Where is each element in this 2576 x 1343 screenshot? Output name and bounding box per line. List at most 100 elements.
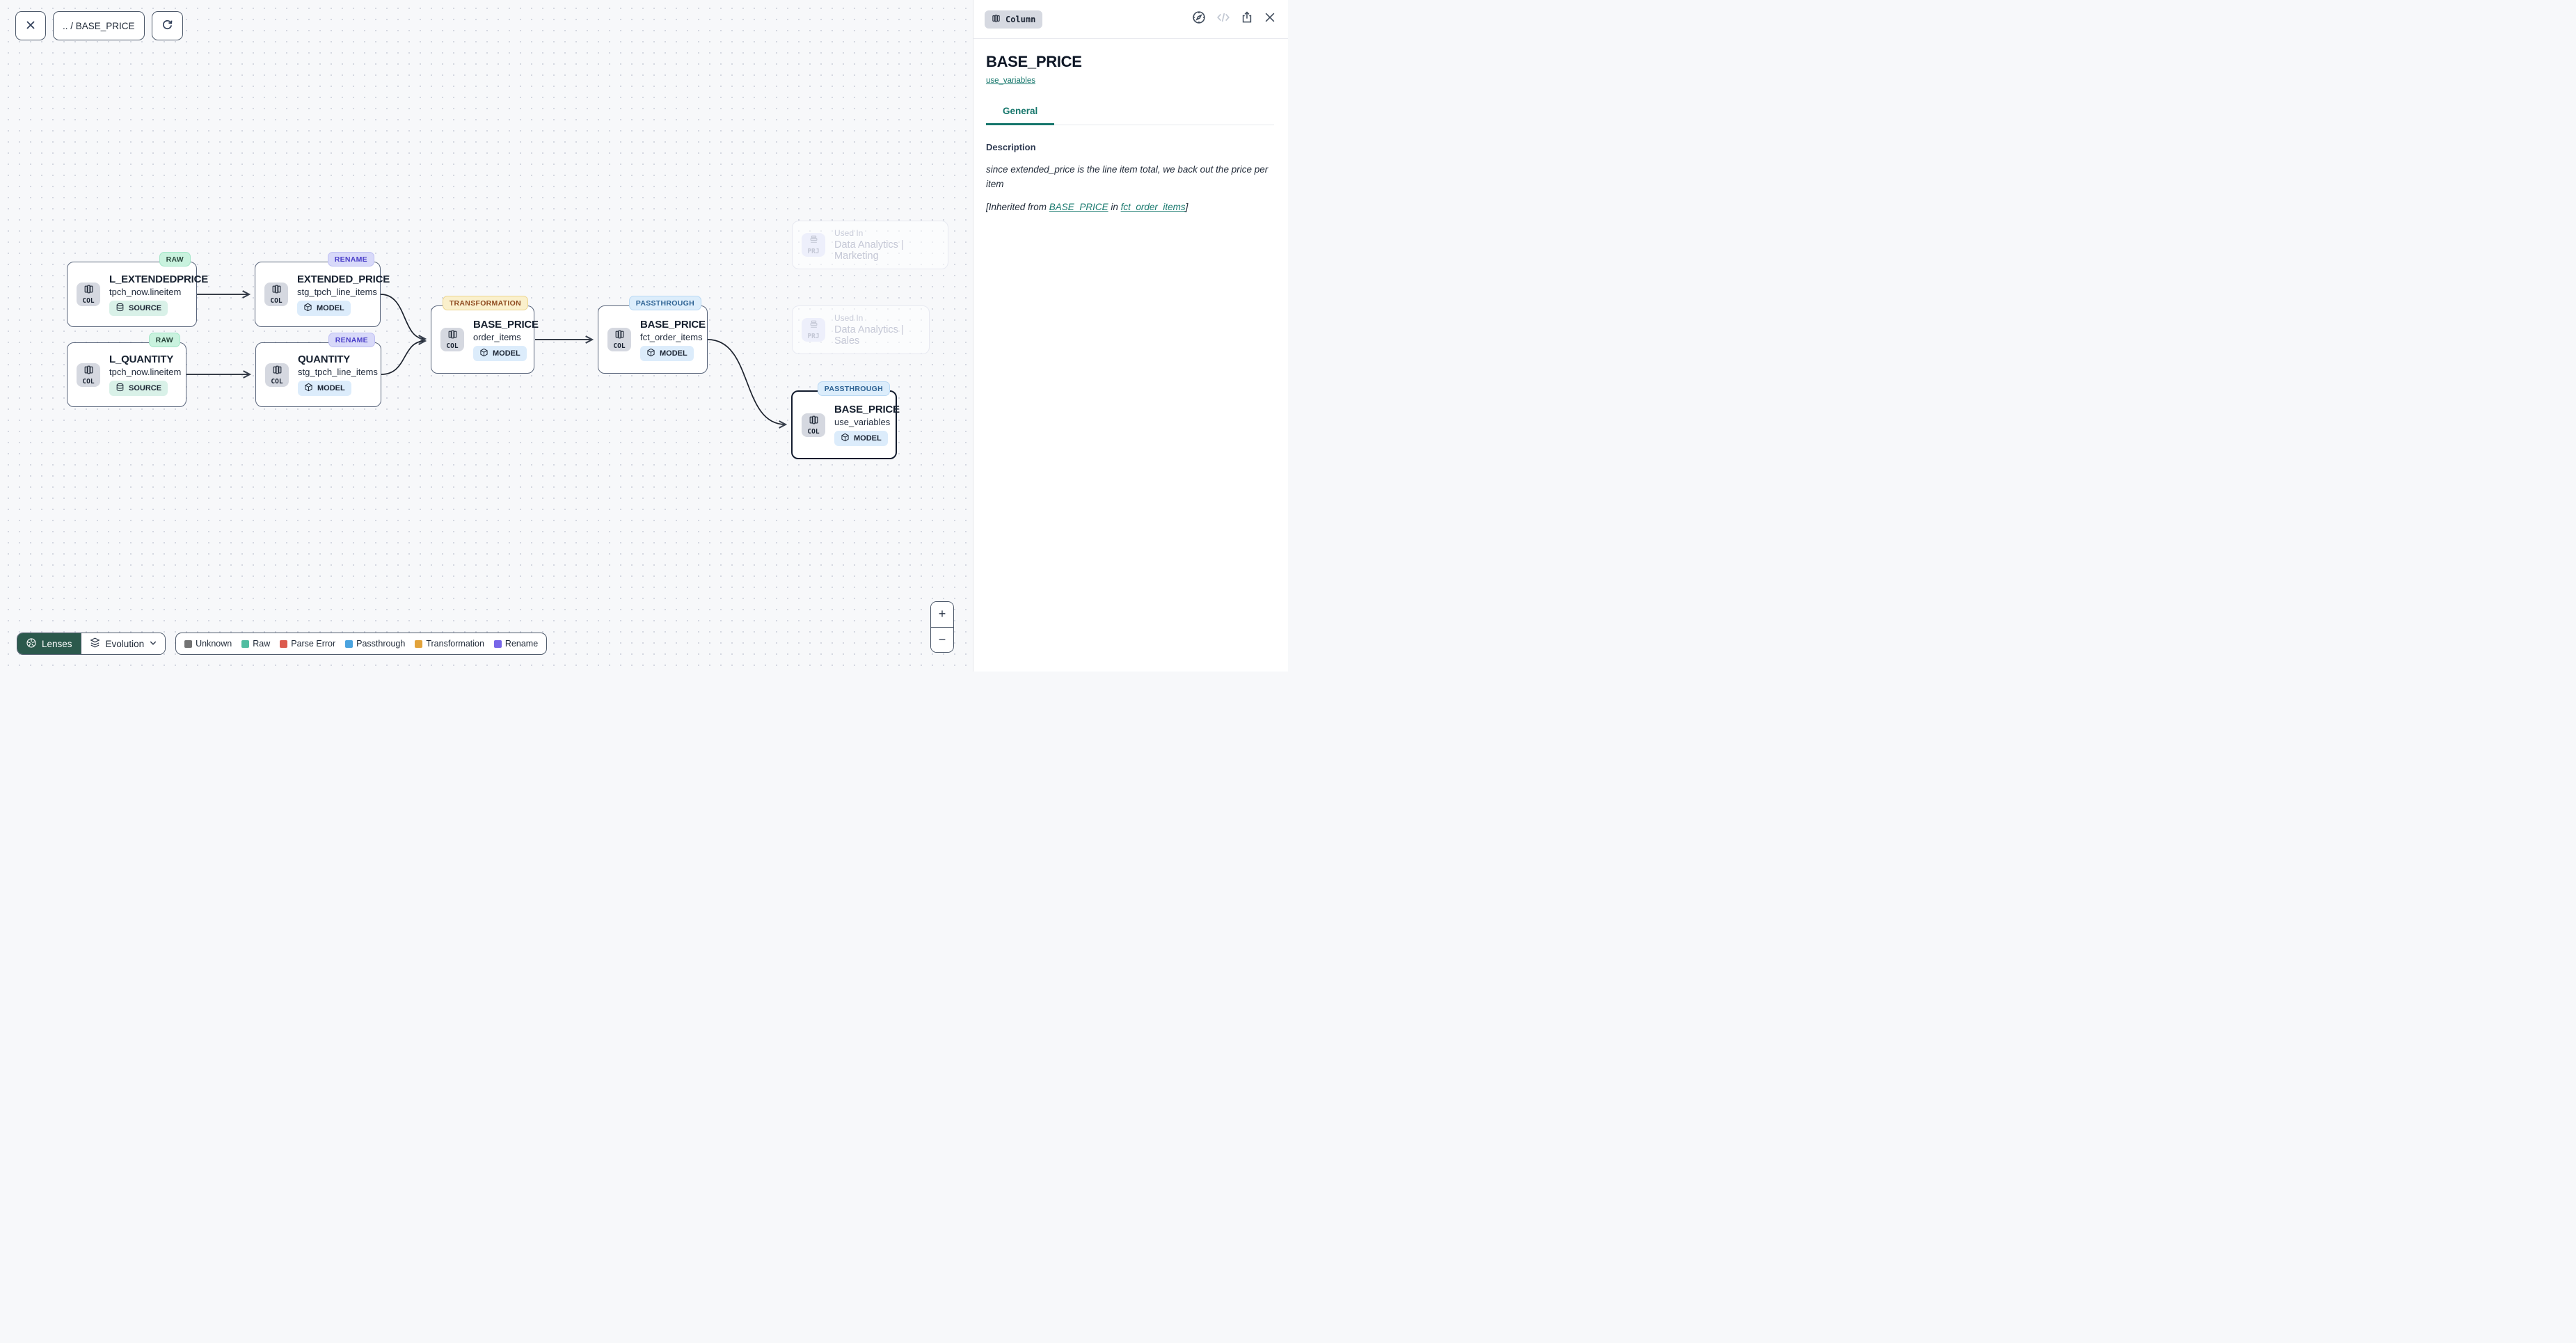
canvas-toolbar: .. / BASE_PRICE: [15, 11, 183, 40]
breadcrumb[interactable]: .. / BASE_PRICE: [53, 11, 145, 40]
columns-icon: [447, 329, 458, 342]
node-title: L_QUANTITY: [109, 353, 174, 365]
share-icon: [1240, 10, 1254, 28]
project-badge: PRJ: [802, 233, 825, 257]
aperture-icon: [26, 637, 37, 651]
legend-item-unknown: Unknown: [184, 639, 232, 649]
column-type-badge: COL: [440, 328, 464, 351]
legend-item-passthrough: Passthrough: [345, 639, 405, 649]
lens-tag-rename: RENAME: [327, 252, 374, 267]
column-type-badge: COL: [607, 328, 631, 351]
model-pill: MODEL: [298, 381, 351, 396]
node-base-price-fct-order-items[interactable]: PASSTHROUGH COL BASE_PRICE fct_order_ite…: [598, 296, 708, 374]
inherited-note: [Inherited from BASE_PRICE in fct_order_…: [986, 201, 1188, 212]
edge: [381, 337, 427, 375]
node-subtitle: fct_order_items: [640, 331, 703, 342]
cube-icon: [479, 348, 488, 359]
lens-selector: Lenses Evolution: [17, 633, 166, 655]
lineage-canvas[interactable]: .. / BASE_PRICE RAW COL L_EXTENDEDPRICE …: [0, 0, 973, 672]
model-pill: MODEL: [834, 431, 888, 446]
legend-item-transformation: Transformation: [415, 639, 484, 649]
node-content: BASE_PRICE order_items MODEL: [473, 319, 539, 361]
compass-icon: [1191, 10, 1207, 29]
refresh-button[interactable]: [151, 11, 183, 40]
breadcrumb-label: .. / BASE_PRICE: [63, 20, 135, 31]
column-type-badge: COL: [264, 283, 288, 306]
project-badge: PRJ: [802, 318, 825, 342]
node-subtitle: tpch_now.lineitem: [109, 367, 182, 377]
node-subtitle: use_variables: [834, 417, 891, 427]
ghost-title: Data Analytics | Marketing: [834, 239, 904, 262]
lenses-button[interactable]: Lenses: [17, 633, 81, 654]
node-subtitle: stg_tpch_line_items: [298, 367, 378, 377]
share-button[interactable]: [1240, 10, 1254, 28]
details-panel-body: BASE_PRICE use_variables General Descrip…: [973, 39, 1288, 212]
model-link[interactable]: use_variables: [986, 77, 1035, 85]
chevron-down-icon: [149, 639, 157, 649]
lens-dropdown-value: Evolution: [105, 638, 145, 649]
node-base-price-order-items[interactable]: TRANSFORMATION COL BASE_PRICE order_item…: [431, 296, 539, 374]
zoom-controls: + −: [930, 601, 954, 653]
lens-legend: Unknown Raw Parse Error Passthrough Tran…: [175, 633, 548, 655]
column-type-badge: COL: [77, 283, 100, 306]
node-content: QUANTITY stg_tpch_line_items MODEL: [298, 353, 378, 396]
close-panel-button[interactable]: [1263, 10, 1277, 28]
lens-tag-raw: RAW: [159, 252, 191, 267]
columns-icon: [809, 415, 819, 427]
model-pill: MODEL: [640, 345, 694, 361]
zoom-in-button[interactable]: +: [931, 602, 953, 628]
ghost-label: Used In: [834, 313, 864, 323]
node-content: EXTENDED_PRICE stg_tpch_line_items MODEL: [297, 273, 390, 316]
inherited-model-link[interactable]: fct_order_items: [1120, 201, 1186, 212]
columns-icon: [84, 284, 94, 296]
entity-type-badge: Column: [985, 10, 1043, 29]
tab-general[interactable]: General: [986, 106, 1055, 125]
close-icon: [25, 19, 36, 33]
node-subtitle: stg_tpch_line_items: [297, 286, 377, 297]
column-type-badge: COL: [802, 413, 825, 437]
columns-icon: [84, 365, 94, 377]
ghost-content: Used In Data Analytics | Sales: [834, 313, 920, 347]
node-title: BASE_PRICE: [473, 318, 539, 331]
node-content: BASE_PRICE use_variables MODEL: [834, 404, 900, 446]
node-subtitle: order_items: [473, 331, 521, 342]
lens-tag-passthrough: PASSTHROUGH: [817, 381, 890, 396]
ghost-node-used-in-sales[interactable]: PRJ Used In Data Analytics | Sales: [792, 305, 930, 354]
view-code-button[interactable]: [1216, 10, 1231, 29]
node-extended-price[interactable]: RENAME COL EXTENDED_PRICE stg_tpch_line_…: [255, 252, 390, 327]
legend-item-rename: Rename: [493, 639, 538, 649]
node-title: L_EXTENDEDPRICE: [109, 273, 209, 285]
node-base-price-use-variables[interactable]: PASSTHROUGH COL BASE_PRICE use_variables…: [791, 381, 900, 459]
ghost-content: Used In Data Analytics | Marketing: [834, 228, 939, 262]
inherited-column-link[interactable]: BASE_PRICE: [1049, 201, 1108, 212]
panel-actions: [1191, 10, 1277, 29]
close-lineage-button[interactable]: [15, 11, 46, 40]
ghost-node-used-in-marketing[interactable]: PRJ Used In Data Analytics | Marketing: [792, 221, 948, 269]
source-pill: SOURCE: [109, 381, 168, 396]
node-l-extendedprice[interactable]: RAW COL L_EXTENDEDPRICE tpch_now.lineite…: [67, 252, 208, 327]
database-icon: [116, 383, 125, 394]
details-panel: Column: [973, 0, 1288, 672]
cube-icon: [303, 303, 312, 314]
legend-swatch: [415, 639, 423, 648]
column-type-badge: COL: [77, 363, 100, 387]
legend-swatch: [345, 639, 353, 648]
ghost-title: Data Analytics | Sales: [834, 324, 904, 347]
description-heading: Description: [986, 142, 1036, 152]
details-panel-header: Column: [973, 0, 1288, 39]
legend-item-raw: Raw: [241, 639, 270, 649]
node-subtitle: tpch_now.lineitem: [109, 286, 182, 297]
stack-icon: [809, 319, 819, 332]
node-l-quantity[interactable]: RAW COL L_QUANTITY tpch_now.lineitem SOU…: [67, 333, 186, 407]
zoom-out-button[interactable]: −: [931, 627, 953, 652]
node-content: BASE_PRICE fct_order_items MODEL: [640, 319, 706, 361]
column-type-badge: COL: [265, 363, 289, 387]
legend-swatch: [493, 639, 502, 648]
edge: [707, 339, 788, 429]
ghost-label: Used In: [834, 228, 864, 238]
database-icon: [116, 303, 125, 314]
lens-dropdown[interactable]: Evolution: [80, 633, 166, 654]
explore-lineage-button[interactable]: [1191, 10, 1207, 29]
node-quantity[interactable]: RENAME COL QUANTITY stg_tpch_line_items …: [255, 333, 381, 407]
code-icon: [1216, 10, 1231, 29]
